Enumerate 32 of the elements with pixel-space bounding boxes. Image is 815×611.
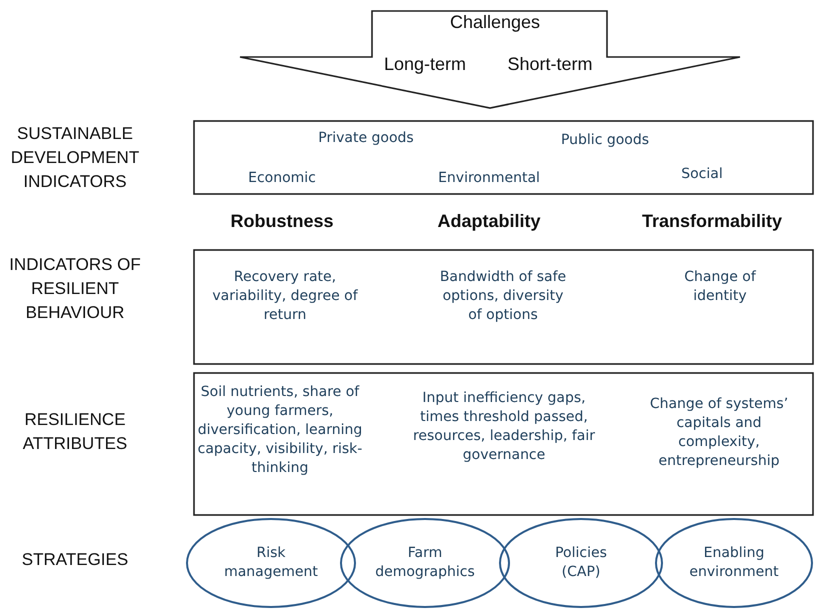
strategy-ellipse xyxy=(655,518,813,608)
row-label: SUSTAINABLE DEVELOPMENT INDICATORS xyxy=(10,123,140,193)
indicator-text: Recovery rate, variability, degree of return xyxy=(211,268,359,325)
row-label: STRATEGIES xyxy=(20,549,130,571)
indicator-text: Private goods xyxy=(317,129,415,148)
indicator-panel xyxy=(194,121,813,194)
column-heading: Robustness xyxy=(229,210,335,233)
indicator-text: Bandwidth of safe options, diversity of options xyxy=(438,268,568,325)
arrow-title: Challenges xyxy=(448,11,542,34)
indicator-panel xyxy=(194,250,813,364)
row-label: INDICATORS OF RESILIENT BEHAVIOUR xyxy=(8,254,142,324)
arrow-label: Long-term xyxy=(382,53,468,76)
column-heading: Transformability xyxy=(640,210,784,233)
indicator-text: Change of systems’ capitals and complexity, entrepreneurship xyxy=(648,395,790,471)
attribute-panel xyxy=(194,373,813,515)
column-heading: Adaptability xyxy=(436,210,542,233)
strategy-ellipse xyxy=(499,518,663,608)
arrow-label: Short-term xyxy=(506,53,594,76)
strategy-label: Policies (CAP) xyxy=(554,544,608,582)
row-label: RESILIENCE ATTRIBUTES xyxy=(22,409,128,455)
strategy-ellipse xyxy=(340,518,510,608)
strategy-label: Risk management xyxy=(223,544,319,582)
indicator-text: Public goods xyxy=(560,131,650,150)
indicator-text: Social xyxy=(680,165,724,184)
indicator-text: Change of identity xyxy=(683,268,757,306)
indicator-text: Economic xyxy=(247,169,317,188)
strategy-label: Farm demographics xyxy=(374,544,476,582)
strategy-label: Enabling environment xyxy=(688,544,780,582)
indicator-text: Environmental xyxy=(437,169,541,188)
indicator-text: Soil nutrients, share of young farmers, diversification, learning capacity, visibility, risk-thinking xyxy=(198,383,362,478)
indicator-text: Input inefficiency gaps, times threshold passed, resources, leadership, fair governance xyxy=(412,389,596,465)
strategy-ellipse xyxy=(186,518,356,608)
